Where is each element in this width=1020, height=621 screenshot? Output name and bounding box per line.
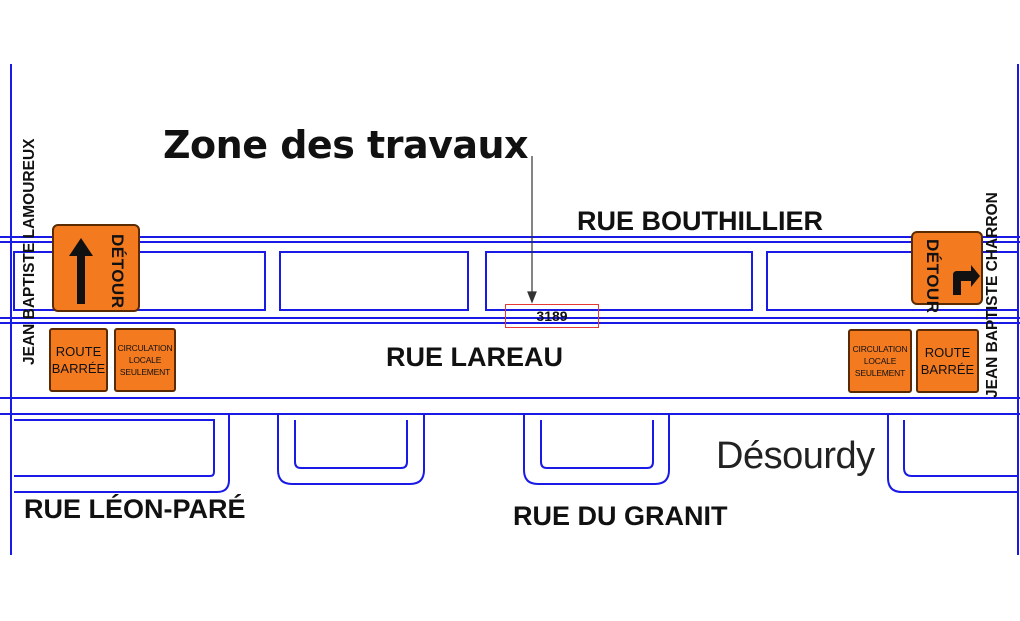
circulation-locale-sign-left: CIRCULATION LOCALE SEULEMENT: [114, 328, 176, 392]
detour-sign-left: DÉTOUR: [52, 224, 140, 312]
block-granit-east: [540, 420, 654, 469]
block-3: [485, 251, 753, 311]
civic-number-box: 3189: [505, 304, 599, 328]
street-label-leon-pare: RUE LÉON-PARÉ: [24, 494, 246, 524]
detour-sign-left-text: DÉTOUR: [108, 234, 127, 309]
route-barree-line-2: BARRÉE: [920, 362, 975, 377]
road-edge-granit-west: [277, 414, 425, 485]
street-label-bouthillier: RUE BOUTHILLIER: [577, 206, 823, 236]
pointer-arrowhead: [527, 291, 537, 304]
circulation-line-1: CIRCULATION: [117, 343, 173, 353]
route-barree-sign-right: ROUTE BARRÉE: [916, 329, 979, 393]
route-barree-line-1: ROUTE: [55, 344, 102, 359]
circulation-line-3: SEULEMENT: [854, 368, 906, 378]
road-edge-leon-pare: [14, 414, 230, 493]
street-label-desourdy: Désourdy: [716, 435, 875, 477]
route-barree-sign-left: ROUTE BARRÉE: [49, 328, 108, 392]
route-barree-line-2: BARRÉE: [51, 361, 106, 376]
street-label-granit: RUE DU GRANIT: [513, 501, 728, 531]
detour-sign-right-text: DÉTOUR: [923, 239, 942, 314]
circulation-line-2: LOCALE: [128, 355, 162, 365]
block-desourdy: [903, 420, 1018, 477]
street-label-lareau: RUE LAREAU: [386, 342, 564, 372]
circulation-locale-sign-right: CIRCULATION LOCALE SEULEMENT: [848, 329, 912, 393]
road-edge-desourdy: [887, 414, 1018, 493]
street-label-jb-charron: JEAN BAPTISTE CHARRON: [984, 192, 1001, 398]
route-barree-line-1: ROUTE: [924, 345, 971, 360]
block-4: [766, 251, 1019, 311]
street-label-jb-lamoureux: JEAN BAPTISTE LAMOUREUX: [21, 138, 38, 366]
detour-sign-right: DÉTOUR: [911, 231, 983, 313]
turn-right-arrow-icon: [953, 265, 980, 295]
block-leon-pare-west: [14, 419, 215, 477]
work-zone-title: Zone des travaux: [163, 123, 529, 167]
road-edge-granit-east: [523, 414, 670, 485]
circulation-line-1: CIRCULATION: [852, 344, 908, 354]
block-granit-west: [294, 420, 408, 469]
circulation-line-2: LOCALE: [863, 356, 897, 366]
circulation-line-3: SEULEMENT: [119, 367, 171, 377]
arrow-up-icon: [69, 238, 93, 304]
block-2: [279, 251, 469, 311]
